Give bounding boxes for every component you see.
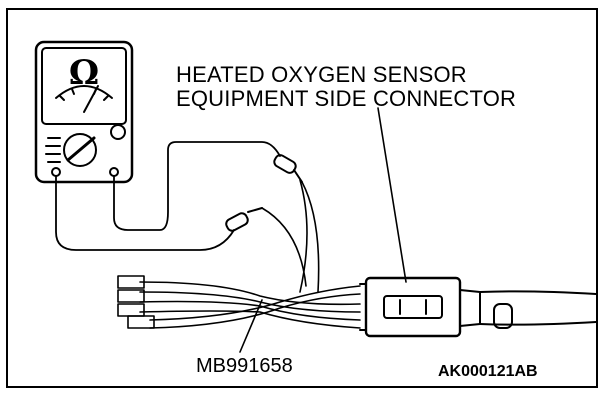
probe-leads <box>55 141 281 251</box>
leader-line-harness <box>239 299 263 353</box>
test-harness <box>117 179 361 329</box>
ohmmeter-icon <box>34 40 134 184</box>
leader-line-connector <box>377 107 407 283</box>
connector-title-line-2: EQUIPMENT SIDE CONNECTOR <box>176 86 517 111</box>
probe-clip-right <box>273 154 303 183</box>
tool-number-label: MB991658 <box>196 355 293 377</box>
ohm-symbol: Ω <box>69 53 99 93</box>
equipment-side-connector <box>359 276 597 338</box>
figure-code: AK000121AB <box>438 363 538 380</box>
diagram-frame <box>6 8 598 388</box>
connector-title-line-1: HEATED OXYGEN SENSOR <box>176 62 467 87</box>
probe-clip-left <box>225 207 263 232</box>
